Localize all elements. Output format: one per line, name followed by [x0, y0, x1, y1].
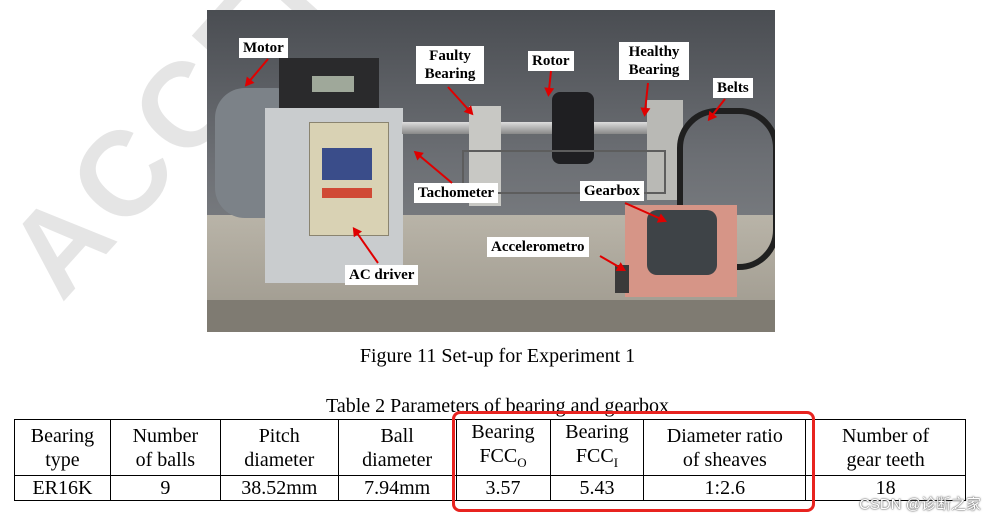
label-healthy-bearing: Healthy Bearing: [619, 42, 689, 80]
label-tachometer: Tachometer: [414, 183, 499, 203]
table-cell: 18: [805, 475, 966, 501]
figure-caption: Figure 11 Set-up for Experiment 1: [359, 345, 636, 367]
source-watermark: CSDN @诊断之家: [859, 496, 981, 513]
label-rotor: Rotor: [528, 51, 574, 71]
table-cell: 38.52mm: [219, 475, 339, 501]
table-cell: 9: [109, 475, 221, 501]
table-cell: 7.94mm: [337, 475, 457, 501]
label-motor: Motor: [239, 38, 288, 58]
highlight-box: [452, 411, 815, 512]
label-accelerometro: Accelerometro: [487, 237, 589, 257]
table-cell: ER16K: [14, 475, 111, 501]
table-cell: 5.43: [549, 475, 645, 501]
table-row: ER16K 9 38.52mm 7.94mm 3.57 5.43 1:2.6 1…: [14, 475, 966, 501]
label-ac-driver: AC driver: [345, 265, 419, 285]
label-belts: Belts: [713, 78, 753, 98]
label-faulty-bearing: Faulty Bearing: [416, 46, 484, 84]
label-gearbox: Gearbox: [580, 181, 644, 201]
setup-photo: [207, 10, 775, 332]
table-cell: 1:2.6: [643, 475, 807, 501]
table-cell: 3.57: [455, 475, 551, 501]
